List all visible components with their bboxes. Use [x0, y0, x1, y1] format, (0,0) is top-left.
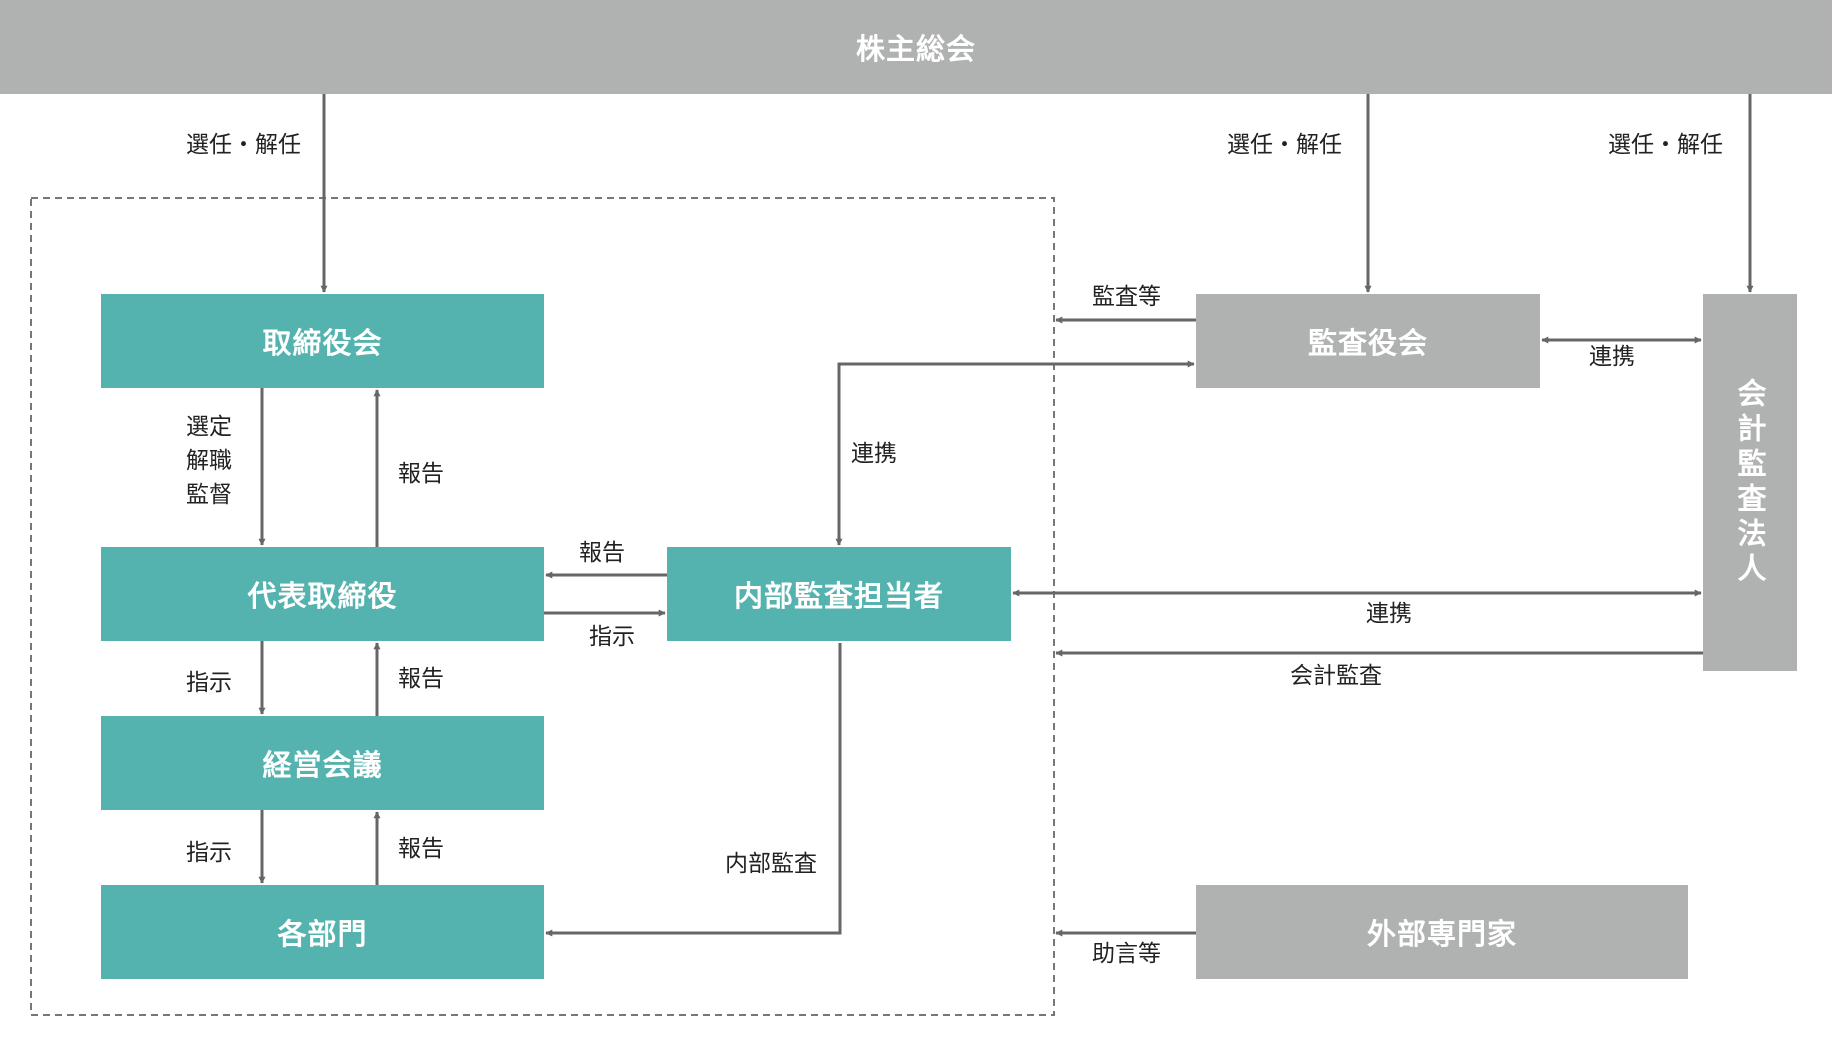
audit-board-box: 監査役会: [1196, 294, 1540, 388]
label-instruct-mgmt-to-depts: 指示: [186, 840, 232, 866]
board-of-directors-box: 取締役会: [101, 294, 544, 388]
label-select-dismiss-supervise: 選定 解職 監督: [186, 416, 232, 507]
label-report-ia-to-ceo: 報告: [579, 540, 625, 566]
label-appoint-dismiss-auditors: 選任・解任: [1227, 132, 1342, 158]
label-report-depts-to-mgmt: 報告: [398, 836, 444, 862]
arrow-internal-audit: [545, 643, 842, 937]
label-supervise: 監督: [186, 482, 232, 508]
company-boundary: [30, 197, 1055, 1016]
management-meeting-box: 経営会議: [101, 716, 544, 810]
label-audit-etc: 監査等: [1092, 284, 1161, 310]
departments-box: 各部門: [101, 885, 544, 979]
label-appoint-dismiss-accounting: 選任・解任: [1608, 132, 1723, 158]
label-coop-ia-auditors: 連携: [851, 441, 897, 467]
label-advice-etc: 助言等: [1092, 941, 1161, 967]
label-report-ceo-to-board: 報告: [398, 461, 444, 487]
label-internal-audit: 内部監査: [725, 851, 817, 877]
label-dismiss: 解職: [186, 448, 232, 474]
label-instruct-ceo-to-mgmt: 指示: [186, 670, 232, 696]
internal-audit-officer-box: 内部監査担当者: [667, 547, 1011, 641]
label-accounting-audit: 会計監査: [1290, 663, 1382, 689]
accounting-auditor-box: 会計監査法人: [1703, 294, 1797, 671]
representative-director-box: 代表取締役: [101, 547, 544, 641]
label-appoint-dismiss-board: 選任・解任: [186, 132, 301, 158]
shareholders-meeting-box: 株主総会: [0, 0, 1832, 94]
external-experts-box: 外部専門家: [1196, 885, 1688, 979]
arrow-coop-ia-auditors: [835, 360, 1195, 546]
label-report-mgmt-to-ceo: 報告: [398, 666, 444, 692]
label-coop-auditors-accounting: 連携: [1589, 344, 1635, 370]
label-instruct-ceo-to-ia: 指示: [589, 624, 635, 650]
label-select: 選定: [186, 414, 232, 440]
label-coop-ia-accounting: 連携: [1366, 601, 1412, 627]
